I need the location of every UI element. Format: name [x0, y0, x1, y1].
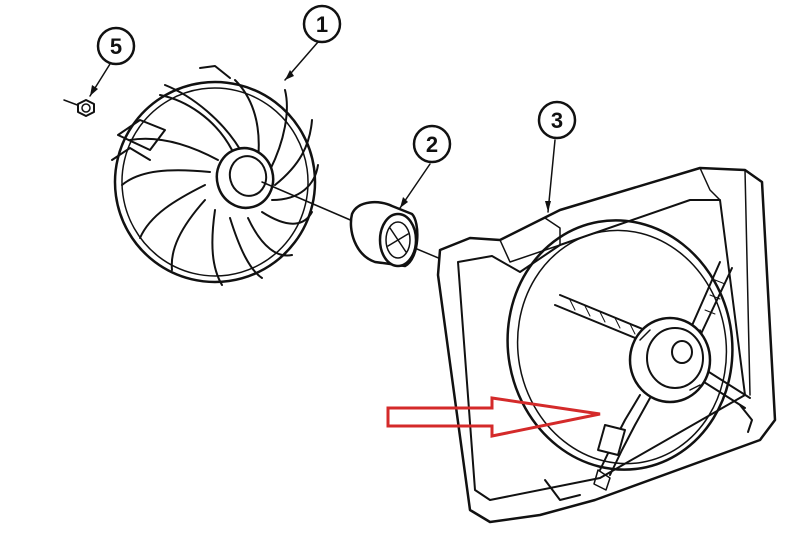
fan-blade [111, 65, 319, 286]
callout-2: 2 [412, 124, 452, 164]
callout-1: 1 [302, 4, 342, 44]
callout-5-label: 5 [110, 34, 122, 59]
callout-3: 3 [537, 100, 577, 140]
leader-lines [89, 41, 556, 213]
callout-1-label: 1 [316, 12, 328, 37]
retaining-nut [77, 99, 95, 117]
callout-3-label: 3 [551, 108, 563, 133]
fan-shroud [436, 166, 777, 524]
highlight-arrow [386, 396, 601, 438]
spacer [349, 200, 419, 268]
callout-2-label: 2 [426, 132, 438, 157]
callout-5: 5 [96, 26, 136, 66]
